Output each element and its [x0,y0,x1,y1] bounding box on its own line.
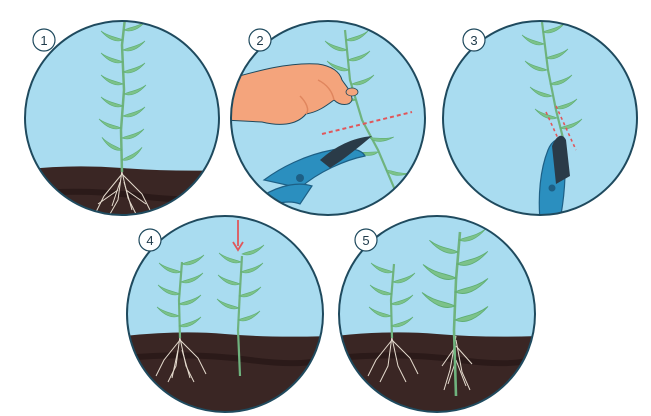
step-badge-3: 3 [463,29,485,51]
step-badge-1: 1 [33,29,55,51]
panel-3: 3 [440,15,650,225]
step-number-3: 3 [470,33,477,48]
step-number-2: 2 [256,33,263,48]
soil [335,332,540,416]
step-number-4: 4 [146,233,153,248]
step-badge-2: 2 [249,29,271,51]
step-badge-5: 5 [355,229,377,251]
step-number-1: 1 [40,33,47,48]
soil [125,332,330,416]
panel-2: 2 [225,15,435,225]
panel-5: 5 [335,214,540,416]
step-number-5: 5 [362,233,369,248]
step-badge-4: 4 [139,229,161,251]
panel-1: 1 [20,10,230,230]
panel-4: 4 [125,214,330,416]
